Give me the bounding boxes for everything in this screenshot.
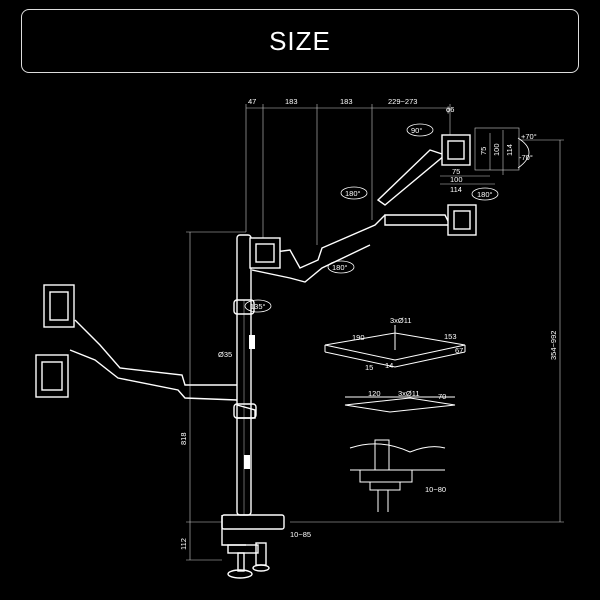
dim-rot90: 90° — [411, 126, 422, 135]
grommet-plate-top — [324, 325, 466, 368]
dim-rot135: 135° — [250, 302, 266, 311]
pole-joint — [233, 299, 257, 419]
monitor-plate-top-right — [441, 134, 471, 166]
dim-d6: ϕ6 — [446, 105, 454, 114]
dim-183a: 183 — [285, 97, 298, 106]
dim-v100: 100 — [492, 143, 501, 156]
monitor-plate-left-bottom — [35, 354, 69, 398]
dim-47: 47 — [248, 97, 256, 106]
base-clamp — [221, 514, 285, 579]
rotate-180-marker-b — [327, 260, 355, 274]
dim-229: 229~273 — [388, 97, 417, 106]
pole — [236, 234, 252, 516]
through-desk-mount — [349, 439, 446, 512]
vesa-outline — [474, 127, 520, 171]
dim-p70: 70 — [438, 392, 446, 401]
dim-p3x11a: 3xØ11 — [390, 316, 412, 325]
left-arm — [69, 319, 256, 419]
dim-112: 112 — [179, 538, 188, 550]
page-title: SIZE — [269, 25, 331, 56]
cable-clip-upper — [249, 335, 255, 349]
rotate-180-marker-c — [471, 187, 499, 201]
monitor-plate-left-top — [43, 284, 75, 328]
grommet-plate-bottom — [344, 396, 456, 413]
dim-p14: 14 — [385, 361, 393, 370]
rotate-180-marker-a — [340, 186, 368, 200]
dim-h75: 75 — [452, 167, 460, 176]
dim-p190: 190 — [352, 333, 365, 342]
dim-plus70: +70° — [521, 132, 537, 141]
tilt-arc — [517, 137, 530, 169]
dim-rot180c: 180° — [477, 190, 493, 199]
dim-h100: 100 — [450, 175, 463, 184]
dim-pole-diameter: Ø35 — [218, 350, 232, 359]
monitor-plate-center — [249, 237, 281, 269]
dim-rot180a: 180° — [345, 189, 361, 198]
monitor-plate-mid-right — [447, 204, 477, 236]
dim-p67: 67 — [455, 346, 463, 355]
dim-183b: 183 — [340, 97, 353, 106]
dim-v114: 114 — [505, 144, 514, 156]
cable-clip — [244, 455, 250, 469]
dim-818: 818 — [179, 432, 188, 445]
dim-clamp-1080: 10~80 — [425, 485, 446, 494]
dim-rot180b: 180° — [332, 263, 348, 272]
dim-v75: 75 — [479, 147, 488, 155]
dim-h114: 114 — [450, 185, 462, 194]
dim-minus70: -70° — [519, 153, 533, 162]
dim-354: 354~992 — [549, 331, 558, 360]
dim-p153: 153 — [444, 332, 457, 341]
title-box: SIZE — [21, 9, 579, 73]
dim-p120: 120 — [368, 389, 381, 398]
dim-clamp-1085: 10~85 — [290, 530, 311, 539]
rotate-135-marker — [244, 299, 272, 313]
rotate-90-marker — [406, 123, 434, 137]
upper-right-arm — [251, 149, 452, 283]
dim-p15: 15 — [365, 363, 373, 372]
dim-p3x11b: 3xØ11 — [398, 389, 420, 398]
